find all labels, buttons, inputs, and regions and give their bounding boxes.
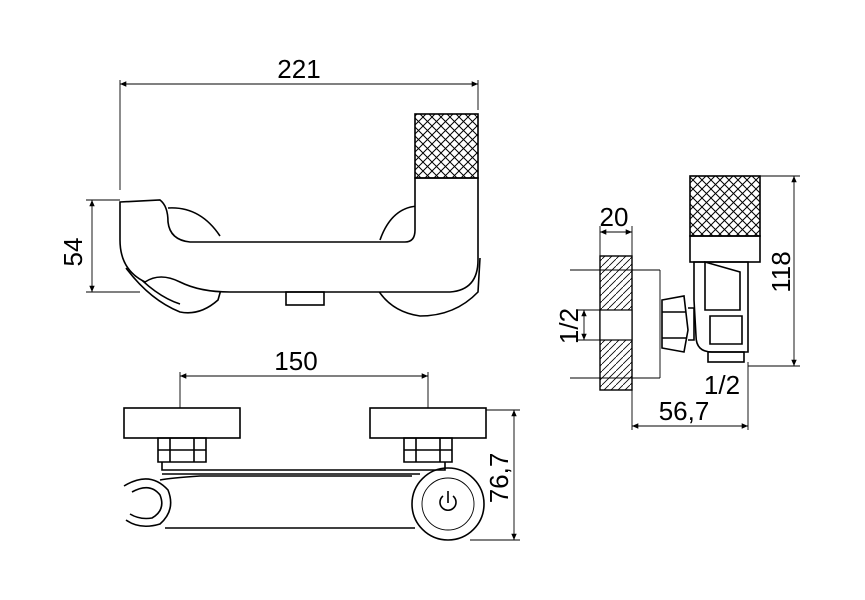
- side-knurled-handle: [689, 175, 761, 237]
- left-flange: [125, 267, 223, 314]
- side-hex-nut: [661, 295, 689, 353]
- dim-outlet-thread: 1/2: [704, 370, 740, 400]
- right-flange: [377, 257, 481, 317]
- right-wall-plate: [369, 407, 487, 439]
- left-hex-nut: [157, 437, 207, 463]
- power-icon: [439, 491, 457, 511]
- mixer-body: [119, 177, 479, 293]
- front-view: 221 54: [58, 54, 481, 317]
- shower-holder: [123, 478, 172, 528]
- left-wall-plate: [123, 407, 241, 439]
- thermostat-knob: [411, 467, 485, 541]
- side-outlet-thread: [707, 351, 745, 363]
- right-hex-nut: [403, 437, 453, 463]
- dim-overall-height: 118: [766, 251, 796, 292]
- dim-projection: 56,7: [659, 396, 710, 426]
- dim-inlet-thread: 1/2: [554, 308, 584, 344]
- side-view: 20 1/2 1/2 118 56,7: [554, 175, 800, 430]
- mixer-body-top: [159, 475, 415, 529]
- dim-depth: 76,7: [484, 453, 514, 504]
- dim-height: 54: [58, 238, 88, 267]
- knurled-handle: [414, 113, 479, 179]
- dim-total-width: 221: [277, 54, 320, 84]
- dim-spacing: 150: [274, 346, 317, 376]
- top-view: 150 76,7: [123, 346, 520, 541]
- outlet-thread: [285, 291, 325, 306]
- dim-wall-thickness: 20: [600, 202, 629, 232]
